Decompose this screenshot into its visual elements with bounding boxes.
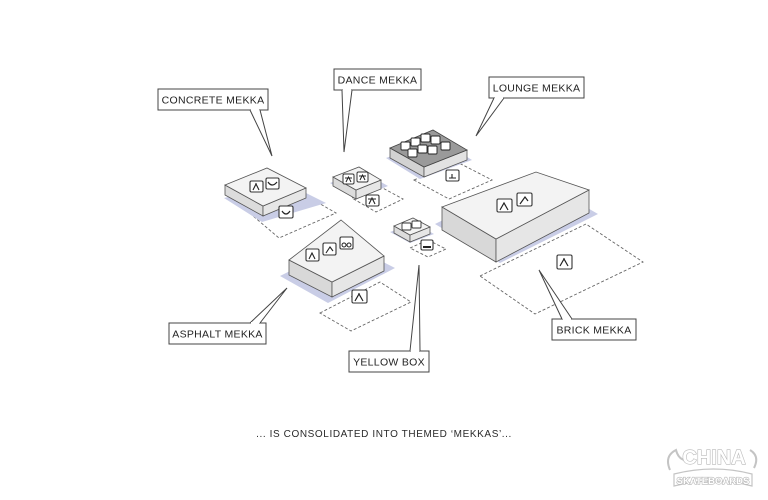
dance-mekka <box>330 166 404 213</box>
callout-concrete: CONCRETE MEKKA <box>157 88 273 157</box>
logo-line1: CHINA <box>682 447 745 469</box>
label-asphalt: ASPHALT MEKKA <box>172 329 262 341</box>
concrete-floor-outline <box>245 193 337 239</box>
label-yellow: YELLOW BOX <box>353 357 425 369</box>
yellow-floor-outline <box>408 239 448 258</box>
caption: ... IS CONSOLIDATED INTO THEMED ‘MEKKAS’… <box>256 429 512 440</box>
callout-lounge: LOUNGE MEKKA <box>475 76 585 137</box>
label-concrete: CONCRETE MEKKA <box>162 95 265 107</box>
bowl-icon <box>278 205 294 219</box>
label-dance: DANCE MEKKA <box>338 75 418 87</box>
dancer-icon <box>342 173 355 185</box>
table-icon <box>440 141 451 151</box>
bar-icon <box>427 145 438 155</box>
seat-icon <box>410 137 421 147</box>
dance-floor-outline <box>351 185 404 213</box>
seat-icon <box>400 141 411 151</box>
logo-line2: SKATEBOARDS <box>677 476 750 487</box>
dancer-icon <box>356 171 369 183</box>
cup-icon <box>420 133 431 143</box>
label-brick: BRICK MEKKA <box>556 325 631 337</box>
box-icon <box>401 222 412 231</box>
skater-icon <box>249 180 264 193</box>
sofa-icon <box>407 148 418 158</box>
car-icon <box>411 220 422 229</box>
callout-dance: DANCE MEKKA <box>333 68 422 153</box>
skater-icon <box>305 248 320 262</box>
lounge-mekka <box>386 129 494 200</box>
car-icon <box>420 239 434 251</box>
yellow-box <box>390 217 448 258</box>
brick-mekka <box>435 171 644 315</box>
callout-yellow: YELLOW BOX <box>348 264 430 373</box>
tv-icon <box>430 135 441 145</box>
brick-floor-outline <box>479 223 644 315</box>
bowl-icon <box>265 177 280 190</box>
jump-icon <box>322 242 337 256</box>
sofa-icon <box>417 144 428 154</box>
seat-icon <box>445 169 460 182</box>
callout-asphalt: ASPHALT MEKKA <box>168 287 288 345</box>
callout-brick: BRICK MEKKA <box>538 269 637 341</box>
china-skateboards-logo: CHINA SKATEBOARDS <box>667 446 758 488</box>
asphalt-mekka <box>280 219 412 332</box>
concrete-mekka <box>224 167 337 239</box>
skater-icon <box>556 254 573 270</box>
skater-icon <box>351 289 368 304</box>
brick-box-top <box>441 171 591 240</box>
jump-icon <box>516 192 533 207</box>
skater-icon <box>496 198 513 213</box>
label-lounge: LOUNGE MEKKA <box>493 83 581 95</box>
dancer-icon <box>365 194 380 207</box>
bike-icon <box>339 236 354 250</box>
